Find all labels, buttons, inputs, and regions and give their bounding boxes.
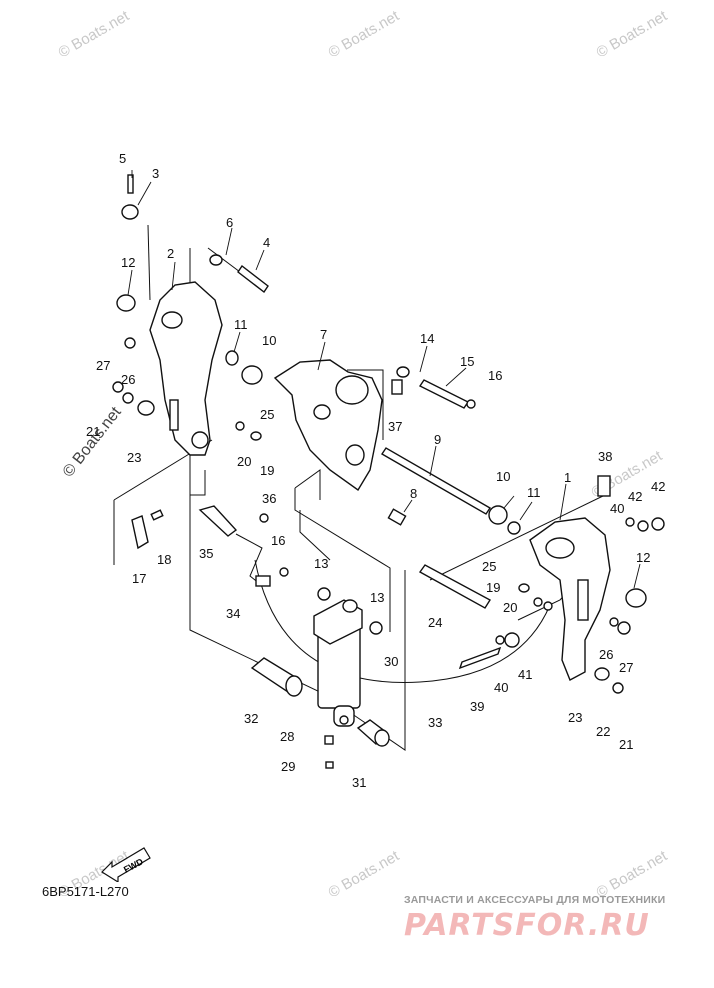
callout-27a: 27 <box>96 358 110 373</box>
watermark: © Boats.net <box>326 7 403 61</box>
callout-34: 34 <box>226 606 240 621</box>
callout-20b: 20 <box>503 600 517 615</box>
leader-lines <box>127 170 641 589</box>
callout-23b: 23 <box>568 710 582 725</box>
callout-17: 17 <box>132 571 146 586</box>
left-clamp-bracket <box>149 281 223 456</box>
callout-12b: 12 <box>636 550 650 565</box>
callout-36: 36 <box>262 491 276 506</box>
callout-32: 32 <box>244 711 258 726</box>
shaft-9 <box>381 447 491 515</box>
watermark: © Boats.net <box>594 7 671 61</box>
pin-4 <box>237 264 269 294</box>
tilt-cylinder <box>313 599 363 727</box>
callout-21b: 21 <box>619 737 633 752</box>
callout-9: 9 <box>434 432 441 447</box>
callout-12a: 12 <box>121 255 135 270</box>
watermark: © Boats.net <box>56 7 133 61</box>
callout-16b: 16 <box>271 533 285 548</box>
callout-15: 15 <box>460 354 474 369</box>
callout-25a: 25 <box>260 407 274 422</box>
callout-33: 33 <box>428 715 442 730</box>
callout-16a: 16 <box>488 368 502 383</box>
callout-21a: 21 <box>86 424 100 439</box>
callout-1: 1 <box>564 470 571 485</box>
plate-and-bolts <box>131 509 164 550</box>
shop-brand-logo: PARTSFOR.RU <box>404 908 650 943</box>
bushings <box>250 657 390 747</box>
callout-7: 7 <box>320 327 327 342</box>
callout-40b: 40 <box>610 501 624 516</box>
callout-41: 41 <box>518 667 532 682</box>
callout-4: 4 <box>263 235 270 250</box>
callout-19b: 19 <box>486 580 500 595</box>
callout-35: 35 <box>199 546 213 561</box>
callout-31: 31 <box>352 775 366 790</box>
callout-6: 6 <box>226 215 233 230</box>
callout-19a: 19 <box>260 463 274 478</box>
callout-3: 3 <box>152 166 159 181</box>
callout-30: 30 <box>384 654 398 669</box>
callout-13a: 13 <box>314 556 328 571</box>
trim-linkage <box>198 505 271 587</box>
callout-28: 28 <box>280 729 294 744</box>
callout-25b: 25 <box>482 559 496 574</box>
diagram-code: 6BP5171-L270 <box>42 884 129 899</box>
shafts-and-pins <box>127 174 502 670</box>
callout-10a: 10 <box>262 333 276 348</box>
fwd-arrow-icon: FWD <box>101 847 151 882</box>
callout-42b: 42 <box>651 479 665 494</box>
right-clamp-bracket <box>529 517 611 681</box>
callout-27b: 27 <box>619 660 633 675</box>
callout-22: 22 <box>596 724 610 739</box>
callout-42a: 42 <box>628 489 642 504</box>
callout-26a: 26 <box>121 372 135 387</box>
callout-5: 5 <box>119 151 126 166</box>
pin-15 <box>418 379 470 409</box>
callout-39: 39 <box>470 699 484 714</box>
small-parts <box>112 204 665 769</box>
callout-23a: 23 <box>127 450 141 465</box>
callout-10b: 10 <box>496 469 510 484</box>
callout-24: 24 <box>428 615 442 630</box>
watermark: © Boats.net <box>326 847 403 901</box>
callout-29: 29 <box>281 759 295 774</box>
callout-18: 18 <box>157 552 171 567</box>
callout-13b: 13 <box>370 590 384 605</box>
callout-8: 8 <box>410 486 417 501</box>
callout-40a: 40 <box>494 680 508 695</box>
bolt-39 <box>458 646 502 670</box>
callout-11b: 11 <box>527 485 541 500</box>
callout-2: 2 <box>167 246 174 261</box>
callout-26b: 26 <box>599 647 613 662</box>
callout-20a: 20 <box>237 454 251 469</box>
callouts: 1 2 3 4 5 6 7 8 9 10 10 11 11 12 12 13 1… <box>86 151 665 790</box>
shop-tagline: ЗАПЧАСТИ И АКСЕССУАРЫ ДЛЯ МОТОТЕХНИКИ <box>404 894 666 906</box>
swivel-bracket <box>273 359 383 492</box>
tube-24 <box>418 564 491 609</box>
callout-14: 14 <box>420 331 434 346</box>
callout-37: 37 <box>388 419 402 434</box>
callout-11a: 11 <box>234 317 248 332</box>
callout-38: 38 <box>598 449 612 464</box>
watermark: © Boats.net <box>60 403 125 480</box>
